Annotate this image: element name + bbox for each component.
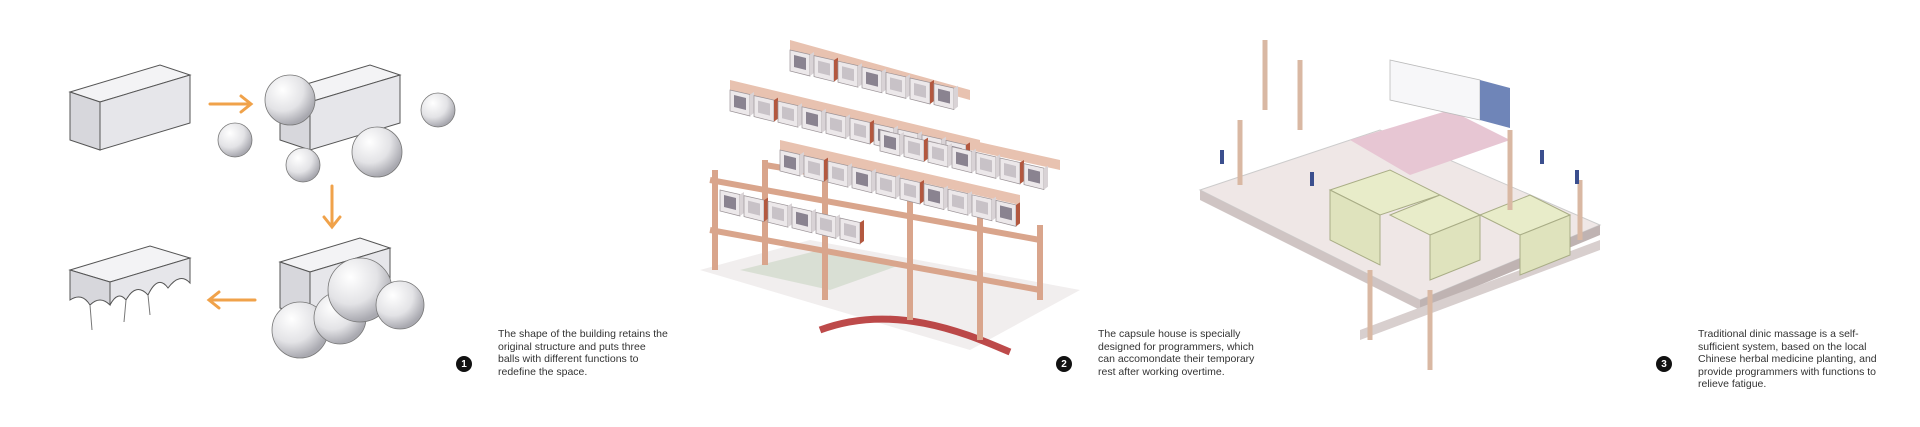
ground-plane xyxy=(700,240,1080,350)
box-original xyxy=(68,64,192,151)
capsule-unit xyxy=(815,211,840,239)
capsule-unit xyxy=(927,140,952,168)
capsule-unit xyxy=(975,151,1000,179)
panel-3-caption: Traditional dinic massage is a self-suff… xyxy=(1698,328,1877,390)
panel-2-number-badge: 2 xyxy=(1056,356,1072,372)
glass-wall xyxy=(1389,59,1481,121)
capsule-unit xyxy=(719,189,744,217)
panel-2-caption: The capsule house is specially designed … xyxy=(1098,328,1255,378)
slab-edge xyxy=(1200,190,1420,310)
concept-diagram xyxy=(68,64,456,359)
arrow-left-icon xyxy=(206,290,257,310)
capsule-unit xyxy=(909,77,934,105)
capsule-unit xyxy=(813,55,838,83)
arrow-down-icon xyxy=(322,184,342,230)
capsule-unit xyxy=(1023,163,1048,191)
box-vaulted xyxy=(68,245,192,331)
capsule-unit xyxy=(825,111,850,139)
capsule-unit xyxy=(777,100,802,128)
central-courtyard xyxy=(1350,110,1510,175)
box-merged-spheres xyxy=(271,237,425,359)
capsule-unit xyxy=(839,217,864,245)
capsule-unit xyxy=(879,129,904,157)
capsule-unit xyxy=(903,135,928,163)
treatment-rooms xyxy=(1328,169,1572,281)
capsule-unit xyxy=(861,66,886,94)
capsule-unit xyxy=(791,206,816,234)
capsule-unit xyxy=(827,160,852,188)
capsule-unit xyxy=(971,194,996,222)
capsule-unit xyxy=(875,171,900,199)
capsule-unit xyxy=(837,60,862,88)
blue-accents xyxy=(1220,150,1579,186)
capsule-unit xyxy=(789,49,814,77)
red-path xyxy=(818,315,1012,356)
capsule-unit xyxy=(899,177,924,205)
panel-3-number-badge: 3 xyxy=(1656,356,1672,372)
arrow-right-icon xyxy=(208,94,254,114)
panel-clinic: Traditional dinic massage is a self-suff… xyxy=(1198,0,1920,427)
capsule-unit xyxy=(801,106,826,134)
capsule-unit xyxy=(803,155,828,183)
capsule-unit xyxy=(885,71,910,99)
art-panel xyxy=(1480,80,1510,128)
panel-1-number-badge: 1 xyxy=(456,356,472,372)
capsule-unit xyxy=(951,146,976,174)
panel-concept: The shape of the building retains the or… xyxy=(0,0,668,427)
capsule-unit xyxy=(851,166,876,194)
timber-posts xyxy=(1237,40,1583,370)
capsule-unit xyxy=(923,183,948,211)
capsule-unit xyxy=(753,95,778,123)
capsule-unit xyxy=(933,83,958,111)
capsule-unit xyxy=(947,188,972,216)
panel-capsule-house: The capsule house is specially designed … xyxy=(640,0,1280,427)
capsule-unit xyxy=(995,199,1020,227)
capsule-unit xyxy=(779,149,804,177)
capsule-unit xyxy=(999,157,1024,185)
box-with-spheres xyxy=(217,64,456,183)
capsule-house-axonometric xyxy=(700,40,1080,356)
capsule-unit xyxy=(743,195,768,223)
capsule-units xyxy=(719,49,1048,245)
capsule-unit xyxy=(729,89,754,117)
clinic-floor-axonometric xyxy=(1198,40,1602,370)
panel-1-caption: The shape of the building retains the or… xyxy=(498,328,668,378)
capsule-unit xyxy=(849,117,874,145)
capsule-unit xyxy=(767,200,792,228)
